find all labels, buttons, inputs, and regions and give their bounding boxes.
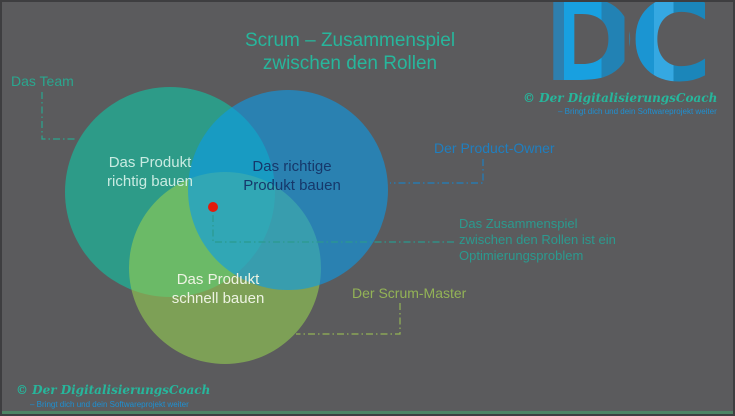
footer-brand-name: © Der DigitalisierungsCoach [16,383,211,397]
logo-brand-name: © Der DigitalisierungsCoach [523,91,718,105]
center-callout-line2: zwischen den Rollen ist ein [459,232,616,247]
scrum-master-circle-label-line1: Das Produkt [176,271,260,288]
slide-title: Scrum – Zusammenspiel zwischen den Rolle… [170,29,530,75]
dc-logo: DC [543,2,712,98]
product-owner-callout-label: Der Product-Owner [434,140,555,156]
product-owner-circle-label: Das richtige Produkt bauen [243,157,341,195]
product-owner-circle-label-line2: Produkt bauen [243,177,341,194]
footer-tagline: – Bringt dich und dein Softwareprojekt w… [30,400,189,409]
team-connector-line [41,92,76,140]
center-callout-label: Das Zusammenspiel zwischen den Rollen is… [459,216,616,264]
scrum-master-circle-label: Das Produkt schnell bauen [172,270,265,308]
logo-tagline: – Bringt dich und dein Softwareprojekt w… [558,107,717,116]
product-owner-connector-line [390,159,484,184]
team-circle-label-line2: richtig bauen [107,173,193,190]
center-callout-line3: Optimierungsproblem [459,248,584,263]
scrum-master-circle-label-line2: schnell bauen [171,290,265,307]
product-owner-circle [188,90,388,290]
slide-title-line1: Scrum – Zusammenspiel [244,30,456,51]
scrum-master-callout-label: Der Scrum-Master [352,285,467,301]
center-callout-line1: Das Zusammenspiel [459,216,578,231]
product-owner-circle-label-line1: Das richtige [252,158,332,175]
slide-title-line2: zwischen den Rollen [262,53,438,74]
team-circle-label-line1: Das Produkt [108,154,192,171]
scrum-master-connector-line [296,303,401,335]
intersection-dot [208,202,218,212]
bottom-accent-line [2,411,733,414]
team-callout-label: Das Team [11,73,74,89]
team-circle-label: Das Produkt richtig bauen [107,153,193,191]
